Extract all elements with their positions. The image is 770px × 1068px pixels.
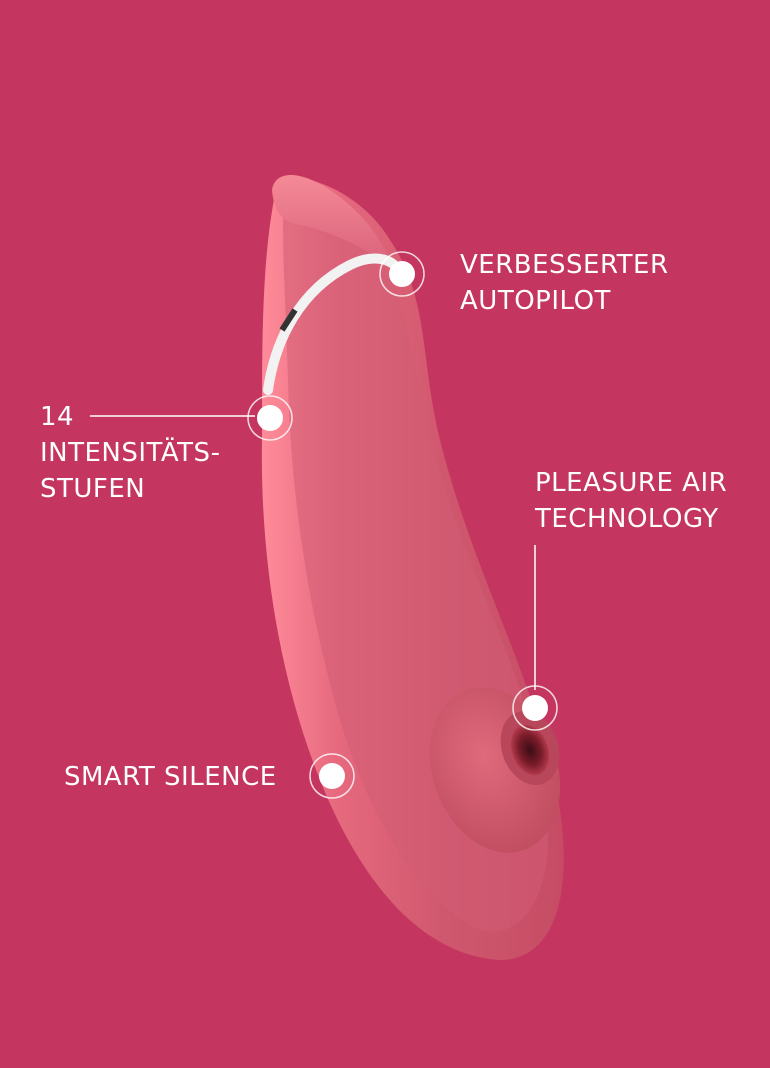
intensity-line-2: INTENSITÄTS- [40,438,221,468]
air-line-1: PLEASURE AIR [535,468,728,498]
marker-air[interactable] [512,685,558,731]
suction-opening [510,724,550,776]
feature-label-air: PLEASURE AIR TECHNOLOGY [535,465,727,537]
intensity-line-1: 14 [40,402,75,432]
air-line-2: TECHNOLOGY [535,504,719,534]
device-top [272,175,392,270]
feature-label-silence: SMART SILENCE [64,759,277,795]
marker-autopilot[interactable] [379,251,425,297]
autopilot-line-2: AUTOPILOT [460,286,611,316]
silence-line-1: SMART SILENCE [64,762,277,792]
intensity-line-3: STUFEN [40,474,146,504]
marker-intensity[interactable] [247,395,293,441]
feature-label-autopilot: VERBESSERTER AUTOPILOT [460,247,669,319]
chrome-band-shadow [279,308,298,332]
feature-label-intensity: 14 INTENSITÄTS- STUFEN [40,399,220,507]
marker-silence[interactable] [309,753,355,799]
autopilot-line-1: VERBESSERTER [460,250,669,280]
